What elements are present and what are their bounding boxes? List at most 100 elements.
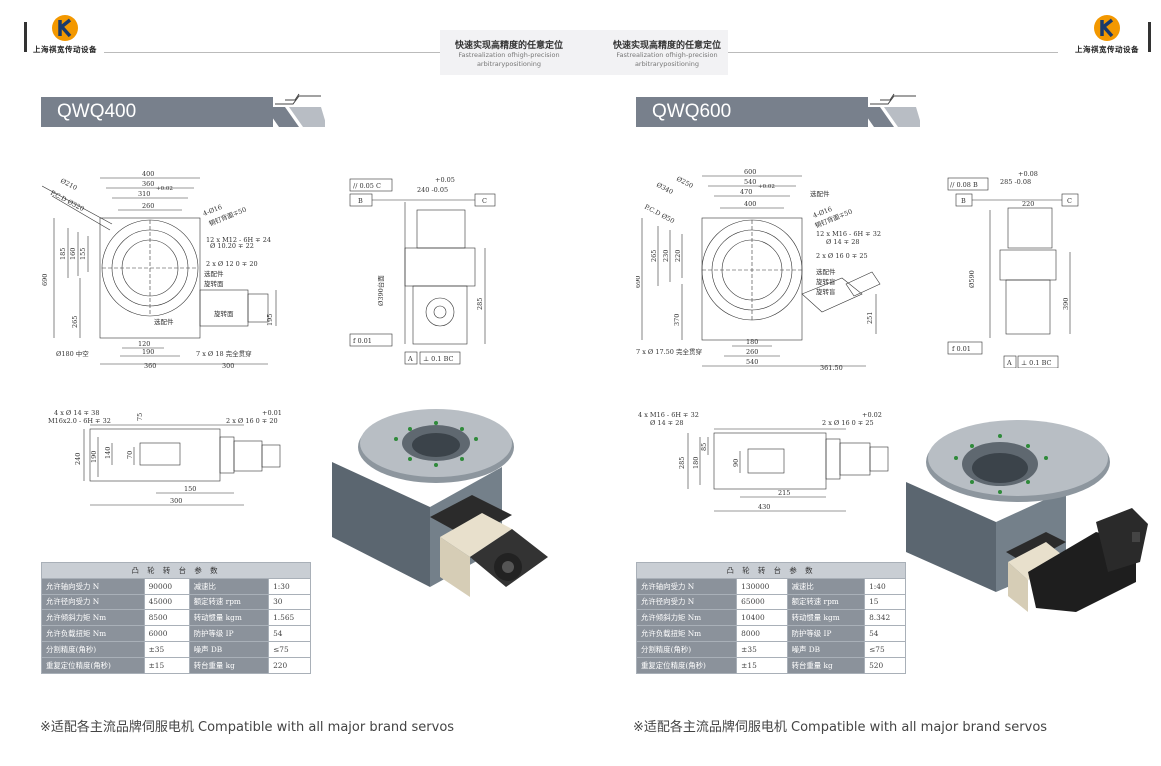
dim: 400 <box>142 170 154 178</box>
left-header-bar <box>24 22 27 52</box>
tol: ⊥ 0.1 BC <box>423 355 453 363</box>
dim: 旋转盲 <box>816 287 836 296</box>
spec-value: 1:40 <box>864 577 906 595</box>
dim: 230 <box>662 250 670 262</box>
dim: 155 <box>79 248 87 260</box>
left-brand-logo: 上海祺宽传动设备 <box>20 14 110 55</box>
datum: A <box>1006 359 1012 367</box>
dim: 150 <box>184 485 196 493</box>
dim: 430 <box>758 503 770 511</box>
spec-value: 8.342 <box>864 609 906 627</box>
spec-value: 54 <box>268 625 311 642</box>
dim: +0.02 <box>862 411 882 419</box>
qwq400-side-view-drawing: // 0.05 C B C +0.05 240 -0.05 Ø390台面 285… <box>349 176 496 365</box>
datum: B <box>961 197 966 205</box>
dim: 240 -0.05 <box>417 186 448 194</box>
spec-label: 允许倾斜力矩 Nm <box>41 609 145 627</box>
dim: 180 <box>692 457 700 469</box>
spec-label: 允许负载扭矩 Nm <box>41 625 145 642</box>
spec-value: 10400 <box>736 609 788 627</box>
dim: 390 <box>1062 298 1070 310</box>
spec-value: 65000 <box>736 593 788 611</box>
spec-label: 噪声 DB <box>786 640 866 658</box>
dim: 195 <box>266 314 274 326</box>
slogan-zh: 快速实现高精度的任意定位 <box>454 41 563 51</box>
spec-label: 转动惯量 kgm <box>786 609 866 627</box>
dim: 540 <box>744 178 756 186</box>
spec-value: 1.565 <box>268 609 311 627</box>
dim: 4 x M16 - 6H ∓ 32 <box>638 411 699 419</box>
slogan-en-2: arbitrarypositioning <box>634 60 700 68</box>
dim: 215 <box>778 489 790 497</box>
dim: +0.08 <box>1018 170 1038 178</box>
tol: ⊥ 0.1 BC <box>1021 359 1051 367</box>
spec-value: 45000 <box>143 593 190 611</box>
spec-label: 转台重量 kg <box>786 656 866 674</box>
dim: 旋转面 <box>204 279 224 288</box>
spec-title: 凸 轮 转 台 参 数 <box>636 562 906 579</box>
spec-value: 220 <box>268 656 311 674</box>
brand-name: 上海祺宽传动设备 <box>33 45 97 54</box>
dim: 361.50 <box>820 364 843 372</box>
slogan-right: 快速实现高精度的任意定位 Fastrealization ofhigh-prec… <box>610 38 724 69</box>
model-deco-graphic <box>265 93 325 127</box>
dim: 2 x Ø 16 0 ∓ 25 <box>816 252 868 260</box>
dim: 360 <box>142 180 154 188</box>
dim: 300 <box>222 362 234 370</box>
spec-label: 减速比 <box>188 577 270 595</box>
dim: 选配件 <box>816 267 836 276</box>
spec-value: 30 <box>268 593 311 611</box>
spec-value: 15 <box>864 593 906 611</box>
slogan-en-1: Fastrealization ofhigh-precision <box>458 51 560 59</box>
spec-value: 130000 <box>736 577 788 595</box>
dim: M16x2.0 - 6H ∓ 32 <box>48 417 111 425</box>
dim: 2 x Ø 16 0 ∓ 20 <box>226 417 278 425</box>
dim: 180 <box>746 338 758 346</box>
slogan-zh: 快速实现高精度的任意定位 <box>612 41 721 51</box>
dim: 265 <box>71 316 79 328</box>
slogan-left: 快速实现高精度的任意定位 Fastrealization ofhigh-prec… <box>452 38 566 69</box>
dim: 4 x Ø 14 ∓ 38 <box>54 409 99 417</box>
dim: 7 x Ø 18 完全贯穿 <box>196 349 252 358</box>
dim: +0.01 <box>262 409 282 417</box>
k-logo-icon <box>1093 14 1121 42</box>
dim: 470 <box>740 188 752 196</box>
dim: 140 <box>104 447 112 459</box>
spec-value: 90000 <box>143 577 190 595</box>
spec-label: 允许轴向受力 N <box>635 577 738 595</box>
dim: 220 <box>1022 200 1034 208</box>
qwq400-front-view-drawing: 4 x Ø 14 ∓ 38 M16x2.0 - 6H ∓ 32 2 x Ø 16… <box>48 409 282 506</box>
dim: 690 <box>636 276 642 288</box>
dim: 90 <box>732 459 740 467</box>
k-logo-icon <box>51 14 79 42</box>
spec-value: ≤75 <box>268 640 311 658</box>
spec-label: 允许负载扭矩 Nm <box>635 625 738 642</box>
brand-name: 上海祺宽传动设备 <box>1075 45 1139 54</box>
dim: Ø 14 ∓ 28 <box>826 238 860 246</box>
dim: 220 <box>674 250 682 262</box>
dim: 260 <box>746 348 758 356</box>
dim: 12 x M16 - 6H ∓ 32 <box>816 230 881 238</box>
dim: 600 <box>744 168 756 176</box>
spec-label: 允许径向受力 N <box>635 593 738 611</box>
spec-label: 分割精度(角秒) <box>41 640 145 658</box>
spec-label: 重复定位精度(角秒) <box>635 656 738 674</box>
spec-label: 防护等级 IP <box>786 625 866 642</box>
dim: 360 <box>144 362 156 370</box>
dim: +0.02 <box>156 186 173 192</box>
dim: 285 <box>476 298 484 310</box>
dim: P.C.D Ø50 <box>643 203 676 225</box>
spec-label: 转动惯量 kgm <box>188 609 270 627</box>
dim: 260 <box>142 202 154 210</box>
dim: 160 <box>69 248 77 260</box>
dim: 370 <box>673 314 681 326</box>
spec-value: 520 <box>864 656 906 674</box>
